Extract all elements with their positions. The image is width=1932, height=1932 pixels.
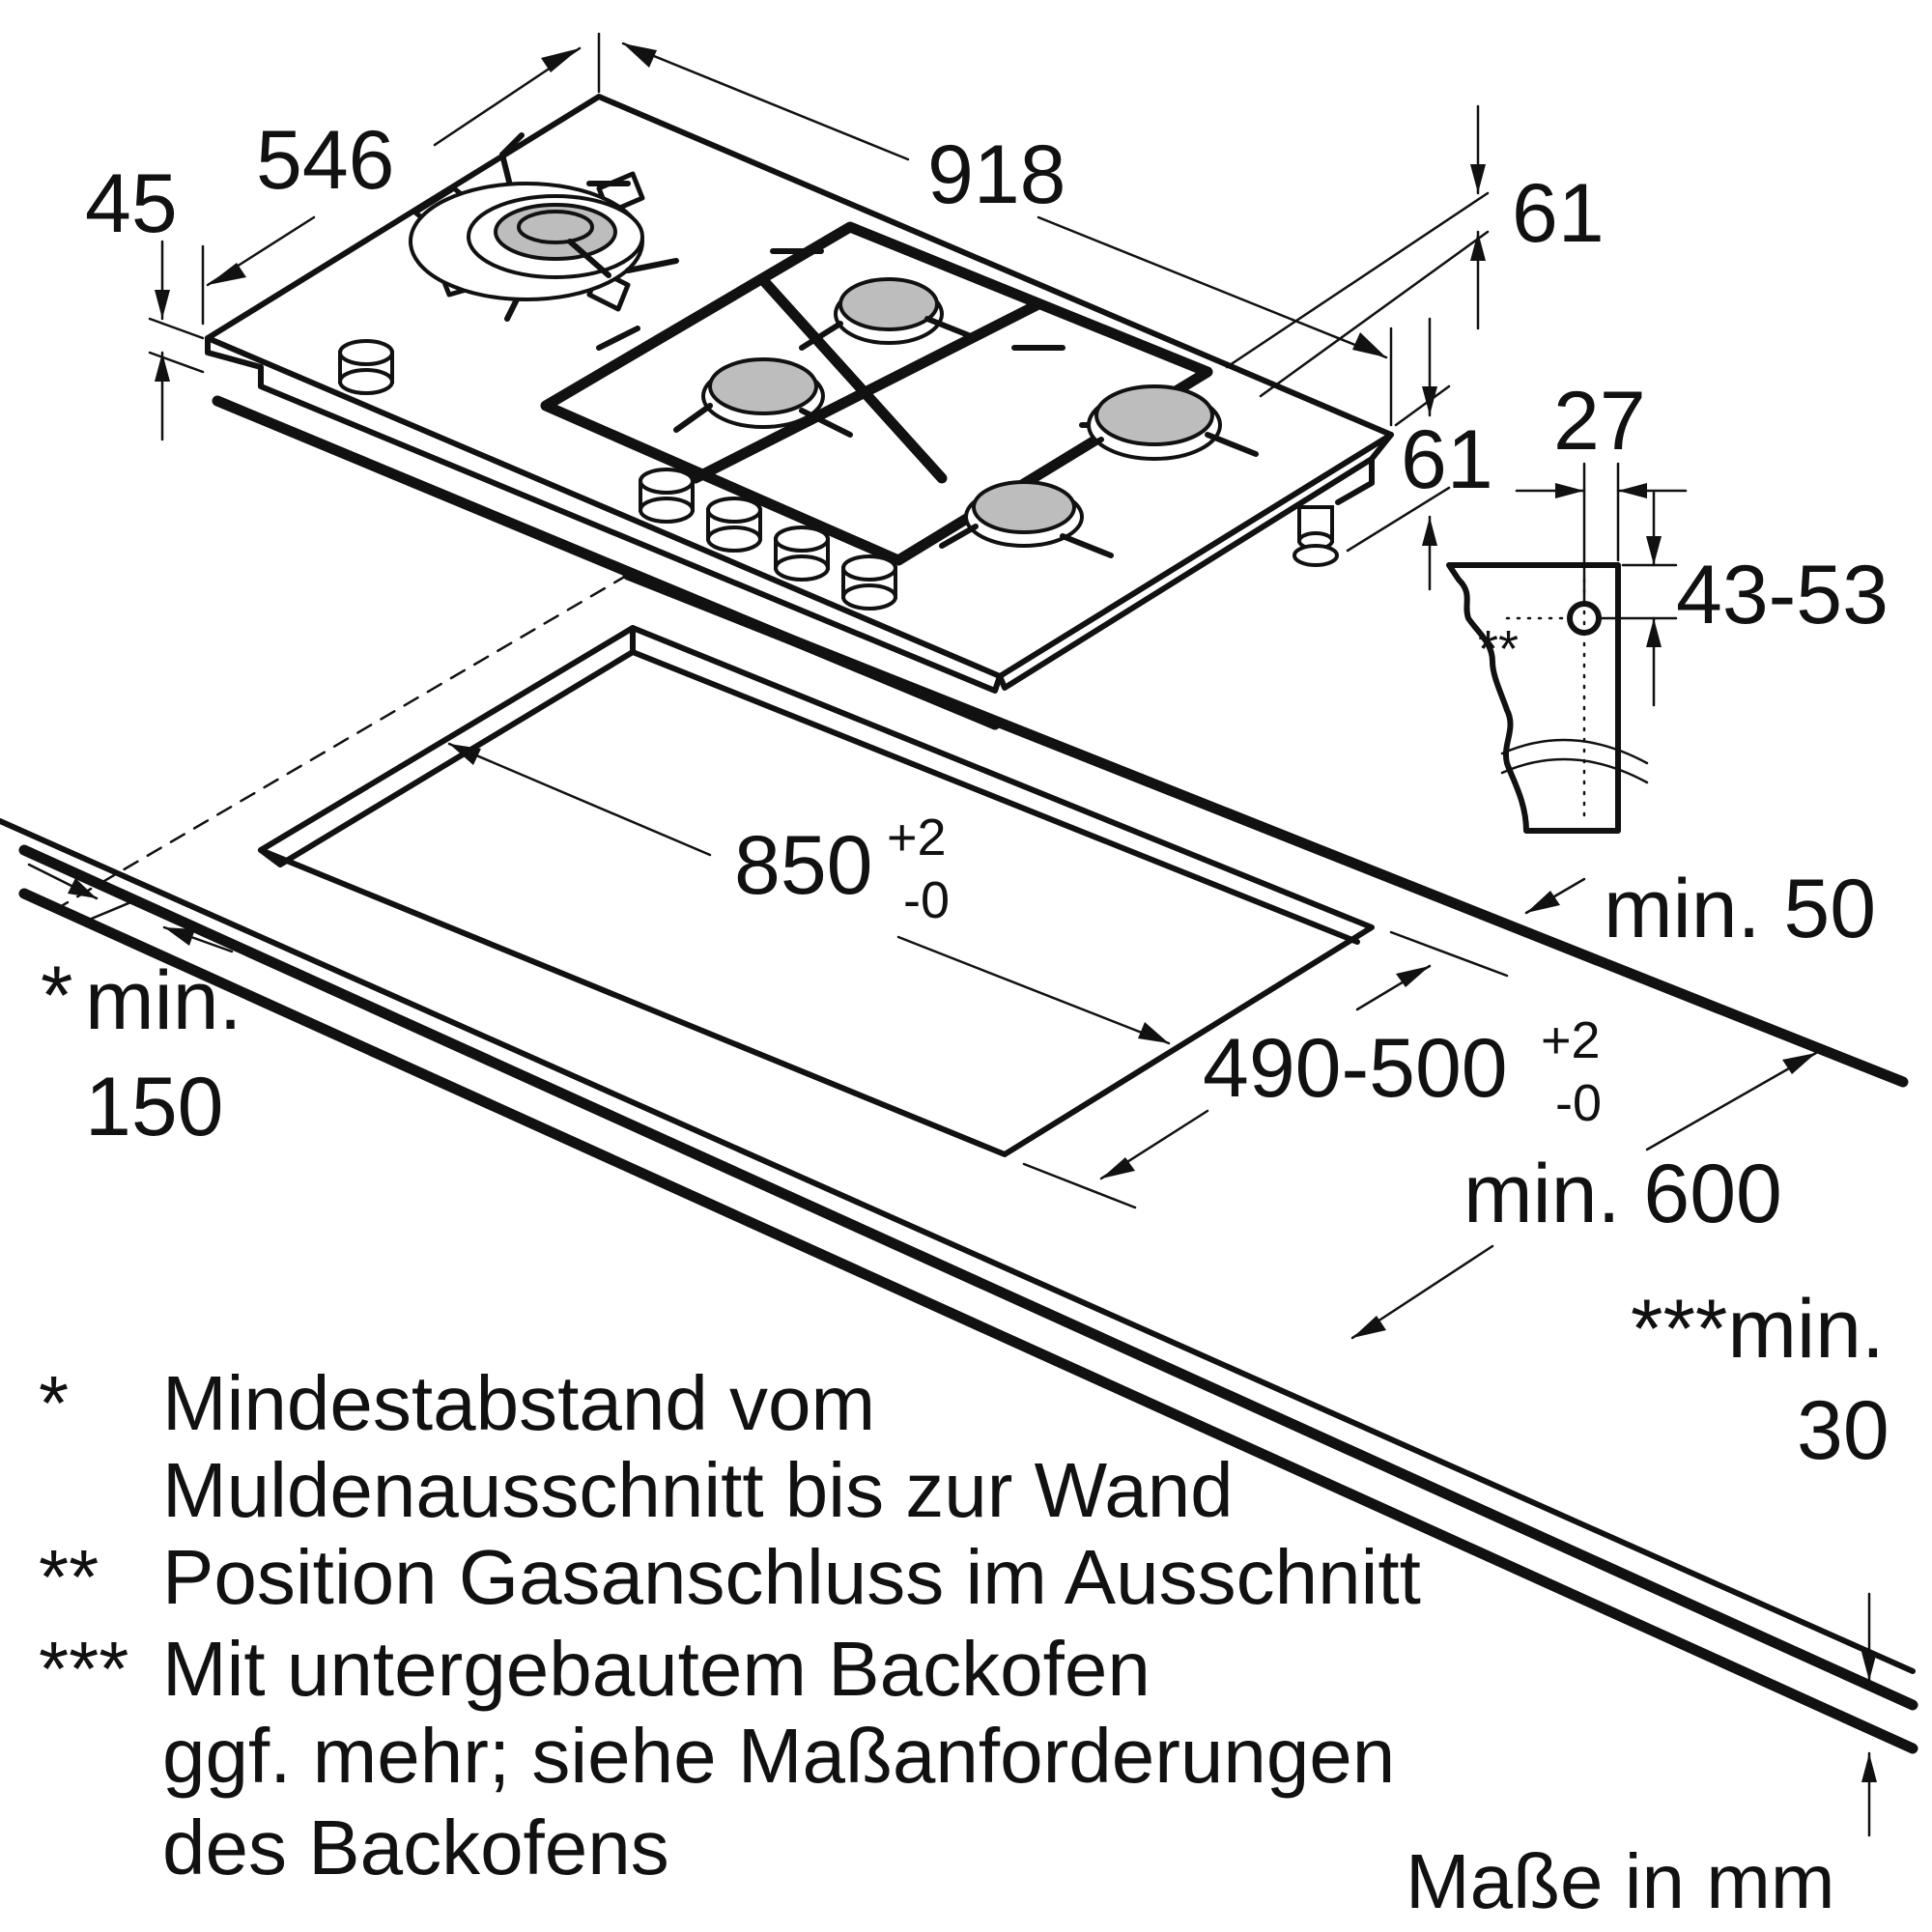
hob-unit <box>205 94 1394 730</box>
footnotes: * Mindestabstand vom Muldenausschnitt bi… <box>39 1360 1835 1924</box>
note-3-line-1: Mit untergebautem Backofen <box>162 1626 1151 1712</box>
hob-front-edge <box>205 335 1003 694</box>
burner-back-right <box>1060 384 1259 462</box>
dim-min-front: min. 600 <box>1463 1148 1782 1240</box>
knob-5 <box>841 554 897 611</box>
gas-connection-detail <box>1446 462 1688 834</box>
dim-height: 45 <box>85 157 178 250</box>
dim-cutout-depth-tol-plus: +2 <box>1541 1011 1601 1069</box>
dim-cutout-width: 850 <box>734 819 873 912</box>
dim-gas-height: 43-53 <box>1676 549 1889 641</box>
dim-gas-marker: ** <box>1478 620 1519 678</box>
knob-1 <box>338 339 394 395</box>
dim-min-wall-star: * <box>41 950 72 1042</box>
countertop-front-edge <box>18 844 1918 1711</box>
dim-depth: 546 <box>256 114 395 207</box>
dim-width: 918 <box>927 128 1066 221</box>
note-1-line-2: Muldenausschnitt bis zur Wand <box>162 1447 1234 1533</box>
cutout-outline <box>258 625 1375 1157</box>
dim-min-below-line1: ***min. <box>1631 1283 1885 1376</box>
note-1-line-1: Mindestabstand vom <box>162 1360 875 1446</box>
hob-right-body <box>1335 456 1375 505</box>
hob-right-edge <box>997 432 1394 691</box>
burner-back-center <box>799 277 979 351</box>
burner-front-left <box>673 357 853 438</box>
knob-4 <box>774 526 830 582</box>
burner-front-right <box>939 480 1114 558</box>
countertop-rear-edge <box>622 569 1909 1088</box>
note-3-line-2: ggf. mehr; siehe Maßanforderungen <box>162 1713 1395 1799</box>
hob-dimension-lines <box>148 32 1490 591</box>
knob-3 <box>706 497 762 553</box>
units-label: Maße in mm <box>1406 1838 1835 1924</box>
note-2-line-1: Position Gasanschluss im Ausschnitt <box>162 1534 1421 1620</box>
dim-cutout-depth: 490-500 <box>1203 1022 1508 1115</box>
center-grate <box>540 221 1213 566</box>
dim-right-side: 61 <box>1401 413 1493 506</box>
countertop-front-upper-line <box>0 818 1916 1674</box>
note-2-marker: ** <box>39 1534 99 1620</box>
dim-gas-offset: 27 <box>1553 375 1646 468</box>
gas-connector-stub <box>1293 505 1339 567</box>
dim-cutout-width-tol-minus: -0 <box>903 871 950 929</box>
dim-cutout-depth-tol-minus: -0 <box>1555 1074 1602 1132</box>
dim-min-below-line2: 30 <box>1797 1384 1889 1477</box>
wok-burner <box>409 132 645 322</box>
dim-min-rear: min. 50 <box>1604 863 1876 955</box>
note-1-marker: * <box>39 1360 69 1446</box>
knob-2 <box>639 468 695 524</box>
dim-cutout-width-tol-plus: +2 <box>887 809 947 867</box>
control-knobs <box>338 339 897 611</box>
countertop <box>0 569 1918 1754</box>
dimension-labels: 45 546 918 61 61 27 43-53 ** 850 +2 -0 4… <box>41 114 1889 1477</box>
note-3-line-3: des Backofens <box>162 1804 669 1890</box>
note-3-marker: *** <box>39 1626 128 1712</box>
dim-min-wall-line2: 150 <box>85 1061 224 1153</box>
cutout-dimension-lines <box>27 742 1877 1837</box>
dim-right-top: 61 <box>1512 167 1605 260</box>
dim-min-wall-line1: min. <box>85 954 242 1047</box>
